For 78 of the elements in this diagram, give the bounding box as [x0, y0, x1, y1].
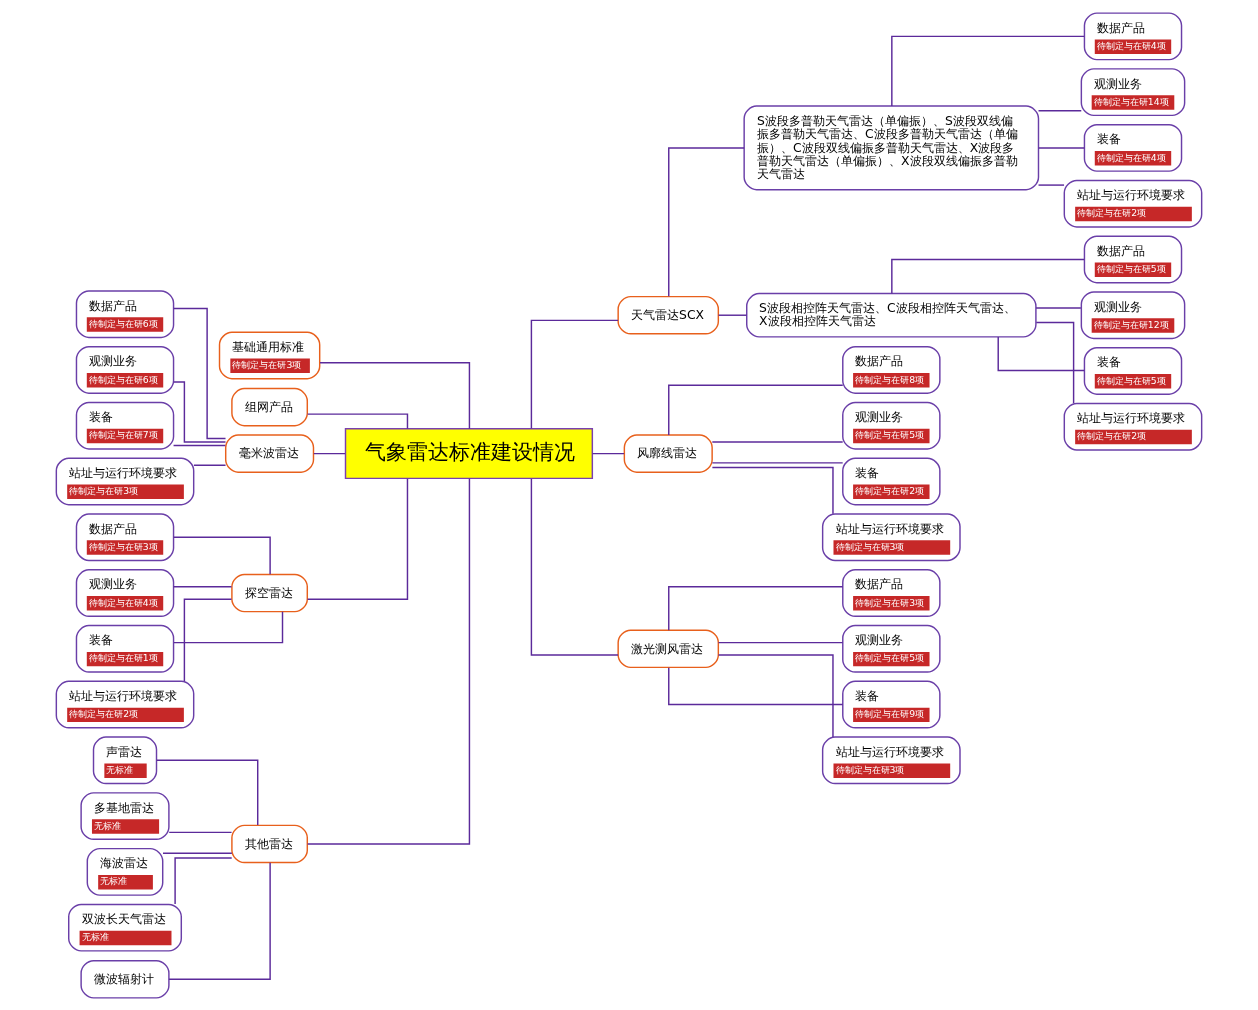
node-box: S波段多普勒天气雷达（单偏振）、S波段双线偏振多普勒天气雷达、C波段多普勒天气雷达（单偏振）、C波段双线偏振多普勒天气雷达、X波段多普勒天气雷达（单偏振）、X波段双线偏振多普勒天气雷达: [743, 104, 1040, 190]
node-box: 数据产品 待制定与在研6项: [75, 289, 175, 338]
node-box: 装备 待制定与在研5项: [1083, 346, 1183, 395]
connector: [156, 759, 259, 826]
node-box: 站址与运行环境要求 待制定与在研2项: [1063, 179, 1203, 228]
node-box: S波段相控阵天气雷达、C波段相控阵天气雷达、X波段相控阵天气雷达: [746, 292, 1037, 338]
connector: [591, 452, 625, 454]
connector: [717, 641, 844, 643]
connector: [168, 861, 271, 980]
node-box: 站址与运行环境要求 待制定与在研2项: [55, 680, 195, 729]
node-box: 数据产品 待制定与在研8项: [842, 345, 941, 394]
node-box: 基础通用标准 待制定与在研3项: [218, 331, 321, 379]
connector: [1035, 306, 1082, 309]
connector: [668, 585, 844, 631]
connector: [172, 444, 227, 446]
connector: [306, 477, 409, 600]
node-box: 风廓线雷达: [623, 433, 713, 473]
connector: [668, 666, 844, 705]
node-box: 数据产品 待制定与在研3项: [842, 568, 941, 617]
node-box: 装备 待制定与在研1项: [75, 624, 175, 673]
node-box: 装备 待制定与在研7项: [75, 401, 175, 450]
node-box: 毫米波雷达: [225, 433, 315, 473]
connector: [668, 146, 745, 297]
connector: [891, 35, 1085, 107]
node-box: 微波辐射计: [80, 959, 170, 999]
node-box: 天气雷达SCX: [617, 295, 720, 335]
connector: [172, 585, 233, 588]
connector: [668, 384, 844, 436]
node-box: 站址与运行环境要求 待制定与在研3项: [55, 457, 195, 505]
connector: [717, 653, 834, 738]
connector: [891, 258, 1085, 294]
connector: [711, 466, 834, 514]
connector: [530, 319, 619, 429]
connector: [1037, 109, 1082, 111]
connector: [173, 536, 271, 575]
node-box: 观测业务 待制定与在研4项: [75, 568, 175, 617]
node-box: 站址与运行环境要求 待制定与在研3项: [821, 735, 961, 784]
connector: [183, 598, 233, 682]
connector: [173, 307, 227, 439]
connector: [173, 380, 227, 443]
node-box: 数据产品 待制定与在研5项: [1083, 235, 1183, 283]
connector: [173, 610, 284, 643]
node-box: 数据产品 待制定与在研3项: [75, 512, 175, 561]
node-box: 观测业务 待制定与在研12项: [1080, 290, 1186, 339]
node-box: 气象雷达标准建设情况: [344, 427, 594, 479]
node-box: 装备 待制定与在研4项: [1083, 123, 1183, 172]
connector: [168, 831, 233, 833]
node-box: 观测业务 待制定与在研5项: [842, 401, 941, 450]
node-box: 激光测风雷达: [617, 629, 720, 668]
connector: [193, 464, 227, 466]
node-box: 站址与运行环境要求 待制定与在研3项: [821, 512, 961, 561]
connector: [174, 856, 233, 905]
node-box: 组网产品: [231, 387, 308, 426]
node-box: 装备 待制定与在研2项: [842, 457, 941, 505]
connector: [530, 477, 619, 656]
node-box: 数据产品 待制定与在研4项: [1083, 11, 1183, 60]
node-box: 观测业务 待制定与在研6项: [75, 345, 175, 394]
node-box: 多基地雷达 无标准: [80, 791, 170, 840]
node-box: 观测业务 待制定与在研14项: [1080, 67, 1186, 116]
node-box: 站址与运行环境要求 待制定与在研2项: [1063, 402, 1203, 451]
connector: [319, 361, 471, 429]
connector: [306, 477, 471, 845]
connector: [1037, 146, 1085, 149]
connector: [313, 452, 346, 454]
node-box: 观测业务 待制定与在研5项: [842, 624, 941, 673]
node-box: 其他雷达: [231, 824, 308, 863]
node-box: 探空雷达: [231, 573, 308, 612]
connector: [1035, 321, 1075, 404]
node-box: 海波雷达 无标准: [86, 847, 164, 896]
connector: [162, 852, 233, 854]
node-box: 装备 待制定与在研9项: [842, 680, 941, 729]
node-box: 双波长天气雷达 无标准: [68, 903, 183, 952]
connector: [711, 440, 844, 443]
connector: [711, 461, 844, 464]
connector: [997, 335, 1086, 371]
connector: [1037, 183, 1065, 186]
node-box: 声雷达 无标准: [92, 735, 158, 784]
connector: [717, 314, 748, 316]
